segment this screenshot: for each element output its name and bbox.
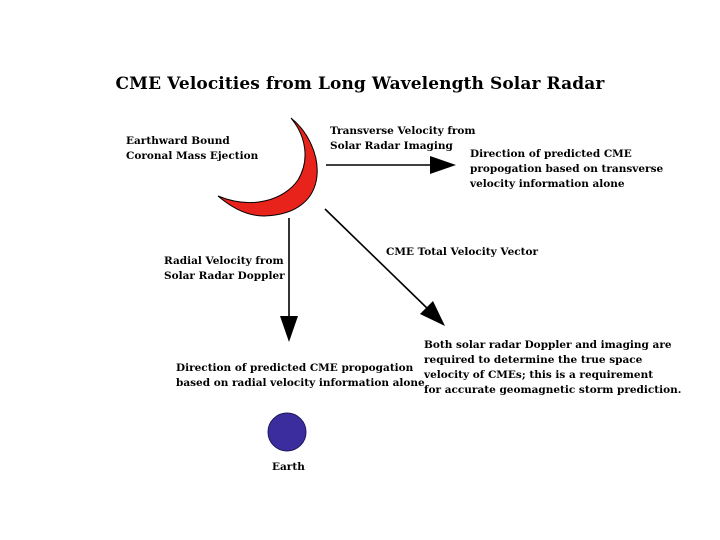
transverse-direction-line-1: Direction of predicted CME xyxy=(470,148,632,160)
transverse-arrowhead xyxy=(430,156,456,174)
transverse-label-line-2: Solar Radar Imaging xyxy=(330,140,453,152)
radial-label-line-2: Solar Radar Doppler xyxy=(164,270,285,282)
total-velocity-label: CME Total Velocity Vector xyxy=(386,246,539,258)
radial-velocity-label: Radial Velocity from Solar Radar Doppler xyxy=(164,254,285,284)
transverse-direction-line-2: propogation based on transverse xyxy=(470,163,664,175)
requirement-line-3: velocity of CMEs; this is a requirement xyxy=(424,369,654,381)
transverse-direction-line-3: velocity information alone xyxy=(470,178,625,190)
total-velocity-arrow-line xyxy=(324,208,431,312)
requirement-note: Both solar radar Doppler and imaging are… xyxy=(424,338,681,398)
requirement-line-1: Both solar radar Doppler and imaging are xyxy=(424,339,672,351)
transverse-direction-label: Direction of predicted CME propogation b… xyxy=(470,147,663,192)
radial-direction-line-2: based on radial velocity information alo… xyxy=(176,377,425,389)
diagram-title: CME Velocities from Long Wavelength Sola… xyxy=(115,74,605,94)
radial-direction-line-1: Direction of predicted CME propogation xyxy=(176,362,414,374)
earth-label: Earth xyxy=(272,461,305,473)
total-velocity-arrowhead xyxy=(420,301,445,326)
cme-label-line-2: Coronal Mass Ejection xyxy=(126,150,259,162)
radial-label-line-1: Radial Velocity from xyxy=(164,255,284,267)
earth-globe xyxy=(267,412,307,452)
requirement-line-4: for accurate geomagnetic storm predictio… xyxy=(424,384,682,396)
cme-label-line-1: Earthward Bound xyxy=(126,135,230,147)
requirement-line-2: required to determine the true space xyxy=(424,354,643,366)
transverse-label-line-1: Transverse Velocity from xyxy=(330,125,476,137)
cme-label: Earthward Bound Coronal Mass Ejection xyxy=(126,134,258,164)
radial-direction-label: Direction of predicted CME propogation b… xyxy=(176,361,425,391)
cme-crescent xyxy=(217,117,318,217)
radial-arrowhead xyxy=(280,316,298,342)
transverse-velocity-label: Transverse Velocity from Solar Radar Ima… xyxy=(330,124,476,154)
